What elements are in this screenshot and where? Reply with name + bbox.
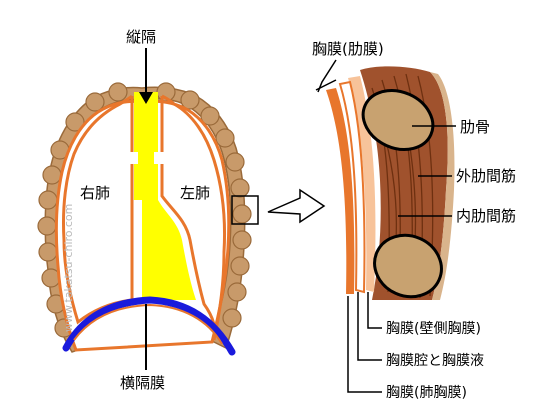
diaphragm-inner [73,303,223,345]
chest-wall-detail [326,66,455,300]
label-internal-intercostal: 内肋間筋 [456,207,516,225]
label-pleura-costal: 胸膜(肋膜) [312,40,384,58]
rib-lower [373,233,443,299]
mediastinum [134,92,196,300]
chest-wall-bumps [37,82,252,338]
pointer-visceral-pleura [347,296,382,393]
pointer-pleural-cavity [357,292,382,361]
label-rib: 肋骨 [460,118,490,136]
pleural-cavity [338,80,366,294]
mediastinum-gap-1 [130,152,138,164]
label-right-lung: 右肺 [80,184,110,202]
thorax-section: www.takatsu-chiro.com 縦隔 右肺 左肺 横隔膜 [37,28,259,392]
watermark: www.takatsu-chiro.com [62,204,75,332]
right-lung [62,94,134,325]
diaphragm [62,296,236,356]
label-diaphragm: 横隔膜 [120,374,165,392]
pointer-pleura-costal-bracket [315,79,337,91]
left-lung [160,94,226,341]
label-pleural-cavity-fluid: 胸膜腔と胸膜液 [386,353,484,369]
mediastinum-gap-2 [154,152,162,164]
zoom-arrow [267,188,326,224]
zoom-box [231,195,259,225]
label-external-intercostal: 外肋間筋 [456,167,516,185]
outer-wall-edge [430,72,455,300]
label-mediastinum: 縦隔 [126,28,156,46]
mediastinum-arrowhead [139,92,153,104]
label-visceral-pleura: 胸膜(肺胸膜) [386,385,467,401]
visceral-pleura [326,88,355,294]
label-parietal-pleura: 胸膜(壁側胸膜) [386,321,481,337]
label-left-lung: 左肺 [180,184,210,202]
rib-upper [361,89,435,151]
pointer-parietal-pleura [367,292,382,329]
